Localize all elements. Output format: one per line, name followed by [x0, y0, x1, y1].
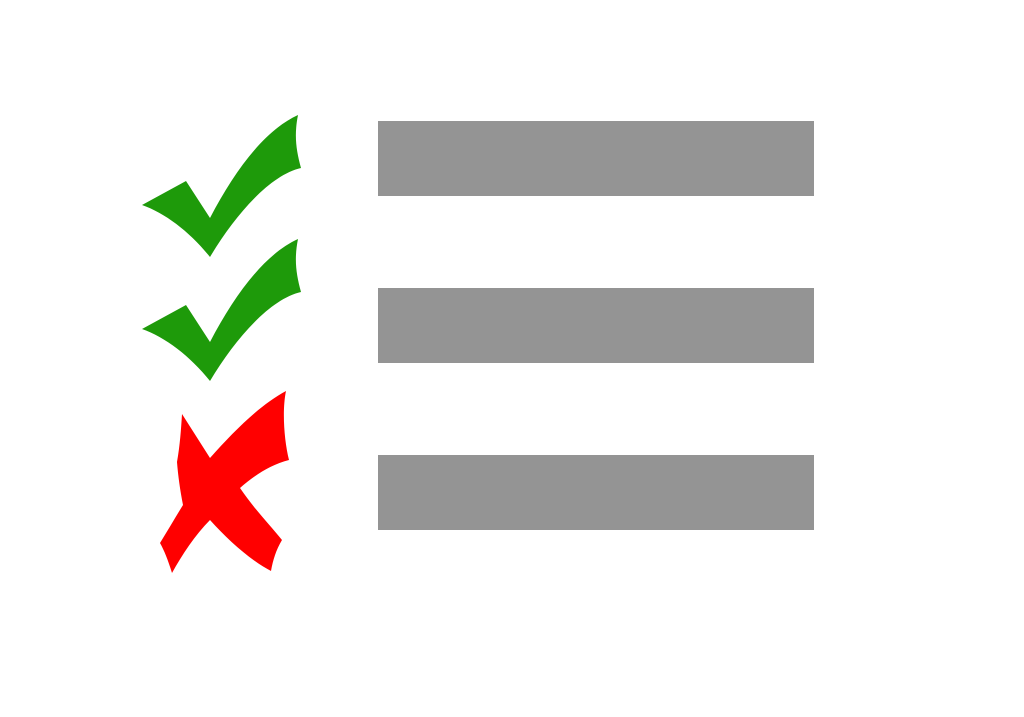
checkmark-icon — [142, 115, 301, 257]
cross-icon — [160, 391, 289, 573]
item-bar — [378, 455, 814, 530]
checkmark-icon — [142, 239, 301, 381]
checklist-item-2 — [142, 239, 814, 381]
item-bar — [378, 288, 814, 363]
checklist-item-1 — [142, 115, 814, 257]
item-bar — [378, 121, 814, 196]
checklist-item-3 — [160, 391, 814, 573]
